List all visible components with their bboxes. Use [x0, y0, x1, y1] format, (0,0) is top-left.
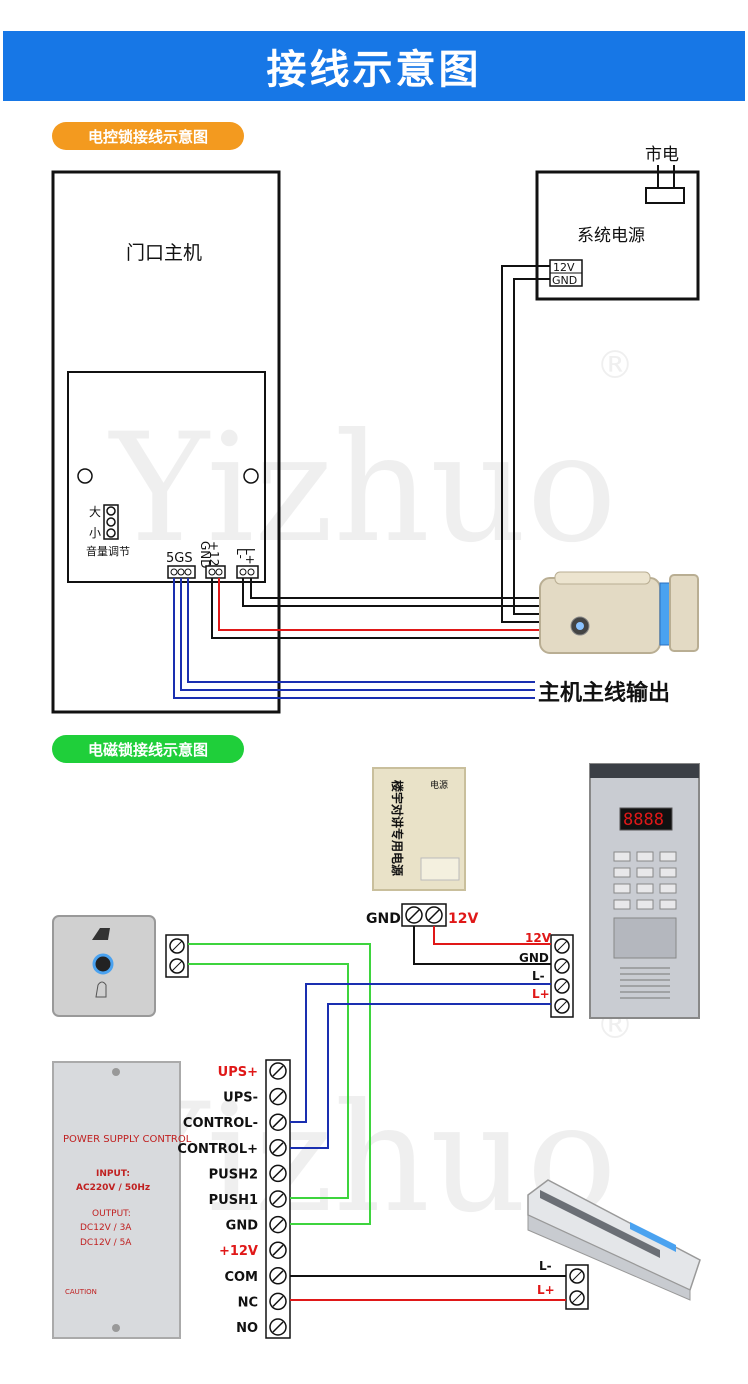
controller-terminal-label-8: COM	[224, 1270, 258, 1285]
host-output-label: 主机主线输出	[538, 680, 670, 706]
page-header: 接线示意图	[3, 31, 745, 101]
controller-terminal-label-9: NC	[238, 1295, 258, 1310]
registered-mark-1: ®	[596, 343, 634, 387]
volume-small-label: 小	[89, 526, 101, 540]
psu-terminal	[401, 903, 447, 927]
controller-screws	[269, 1062, 287, 1336]
psu-small-text: 电源	[430, 779, 448, 791]
exit-button-terminal	[165, 934, 189, 978]
terminal-screw	[269, 1318, 287, 1336]
volume-jumper	[103, 504, 119, 540]
controller-output-2: DC12V / 5A	[80, 1238, 132, 1248]
power-supply-controller-icon: POWER SUPPLY CONTROL INPUT: AC220V / 50H…	[52, 1061, 192, 1339]
section-magnetic-lock-title: 电磁锁接线示意图	[52, 735, 244, 763]
controller-terminal-label-3: CONTROL+	[177, 1142, 258, 1157]
controller-terminal-label-7: +12V	[219, 1244, 258, 1259]
terminal-screw	[269, 1164, 287, 1183]
intercom-psu-icon: 楼宇对讲专用电源 电源	[372, 767, 466, 891]
controller-terminal-label-4: PUSH2	[209, 1167, 258, 1182]
system-power-label: 系统电源	[577, 226, 645, 246]
terminal-screw	[269, 1215, 287, 1234]
magnetic-lock-icon	[527, 1179, 701, 1301]
controller-terminal-label-0: UPS+	[218, 1065, 258, 1080]
controller-output: OUTPUT:	[92, 1209, 131, 1219]
host-board	[67, 371, 266, 583]
page-title: 接线示意图	[266, 47, 482, 93]
volume-label: 音量调节	[86, 544, 130, 558]
exit-button-icon	[52, 915, 156, 1017]
door-host-box	[51, 170, 281, 714]
terminal-block-12-gnd	[205, 565, 226, 579]
section-electric-lock-title: 电控锁接线示意图	[52, 122, 244, 150]
terminal-screw	[269, 1087, 287, 1106]
screw-hole-icon	[243, 468, 259, 484]
controller-terminal-label-1: UPS-	[223, 1091, 258, 1106]
psu-12v-label: 12V	[448, 911, 478, 927]
maglock-lminus-label: L-	[539, 1259, 552, 1273]
psu-gnd-label: GND	[366, 911, 401, 927]
mains-plug-icon	[645, 187, 685, 204]
volume-big-label: 大	[89, 505, 101, 519]
terminal-screw	[269, 1062, 287, 1080]
terminal-screw	[269, 1267, 287, 1285]
panel-lminus-label: L-	[532, 969, 545, 983]
maglock-terminal	[565, 1264, 589, 1310]
terminal-block-lock	[236, 565, 259, 579]
mains-label: 市电	[645, 145, 679, 165]
screw-hole-icon	[77, 468, 93, 484]
controller-caution: CAUTION	[65, 1288, 97, 1296]
terminal-block-5gs	[167, 565, 196, 579]
controller-input: INPUT:	[96, 1169, 130, 1179]
maglock-lplus-label: L+	[537, 1283, 555, 1297]
electric-lock-icon	[539, 571, 699, 654]
panel-lplus-label: L+	[532, 987, 550, 1001]
controller-terminal-label-10: NO	[236, 1321, 258, 1336]
controller-output-1: DC12V / 3A	[80, 1223, 132, 1233]
terminal-gnd-label: GND	[198, 541, 212, 569]
section1-wires	[173, 265, 550, 699]
psu-text: 楼宇对讲专用电源	[390, 780, 405, 876]
controller-terminal-label-6: GND	[226, 1219, 259, 1234]
system-power-box	[535, 170, 700, 301]
terminal-lplus-label: L+	[243, 548, 257, 565]
controller-terminal-label-2: CONTROL-	[183, 1116, 258, 1131]
panel-display: 8888	[623, 810, 664, 830]
controller-terminal-label-5: PUSH1	[209, 1193, 258, 1208]
section2-wires	[188, 926, 566, 1301]
terminal-screw	[269, 1292, 287, 1311]
door-host-label: 门口主机	[126, 242, 202, 264]
intercom-panel-icon: 8888	[589, 763, 700, 1019]
terminal-12-label: +12	[207, 541, 221, 566]
panel-gnd-label: GND	[519, 951, 549, 965]
power-gnd-label: GND	[552, 274, 577, 287]
power-12v-label: 12V	[553, 261, 575, 274]
terminal-screw	[269, 1139, 287, 1157]
controller-input-value: AC220V / 50Hz	[76, 1183, 150, 1193]
terminal-5gs-label: 5GS	[166, 551, 193, 566]
panel-terminal	[550, 934, 574, 1018]
watermark-text-1: Yizhuo	[108, 402, 617, 576]
terminal-screw	[269, 1190, 287, 1208]
terminal-screw	[269, 1241, 287, 1259]
panel-12v-label: 12V	[525, 931, 552, 945]
terminal-lminus-label: L-	[234, 548, 248, 559]
terminal-screw	[269, 1113, 287, 1131]
controller-title: POWER SUPPLY CONTROL	[63, 1134, 192, 1145]
